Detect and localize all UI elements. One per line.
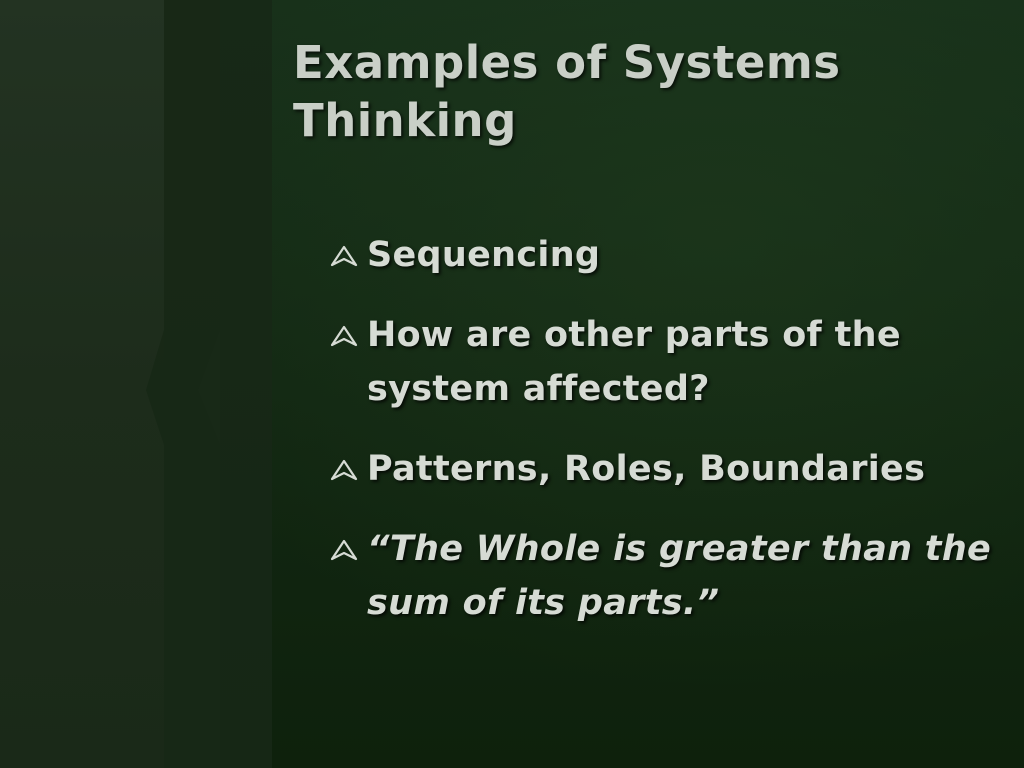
- bullet-text: How are other parts of the system affect…: [367, 315, 901, 409]
- bullet-text: “The Whole is greater than the sum of it…: [367, 529, 992, 623]
- arrowhead-bullet-icon: [330, 539, 358, 561]
- arrowhead-bullet-icon: [330, 325, 358, 347]
- bullet-text: Sequencing: [367, 235, 601, 275]
- background-band-left: [0, 0, 164, 768]
- bullet-text: Patterns, Roles, Boundaries: [367, 449, 926, 489]
- arrowhead-bullet-icon: [330, 459, 358, 481]
- background-band-right: [220, 0, 272, 768]
- bullet-item: Patterns, Roles, Boundaries: [330, 442, 1000, 496]
- bullet-item: Sequencing: [330, 228, 1000, 282]
- background-band-middle: [164, 0, 220, 768]
- slide-title: Examples of Systems Thinking: [293, 36, 841, 147]
- arrowhead-bullet-icon: [330, 245, 358, 267]
- bullet-item: “The Whole is greater than the sum of it…: [330, 522, 1000, 630]
- bullet-item: How are other parts of the system affect…: [330, 308, 1000, 416]
- bullet-list: Sequencing How are other parts of the sy…: [330, 228, 1000, 656]
